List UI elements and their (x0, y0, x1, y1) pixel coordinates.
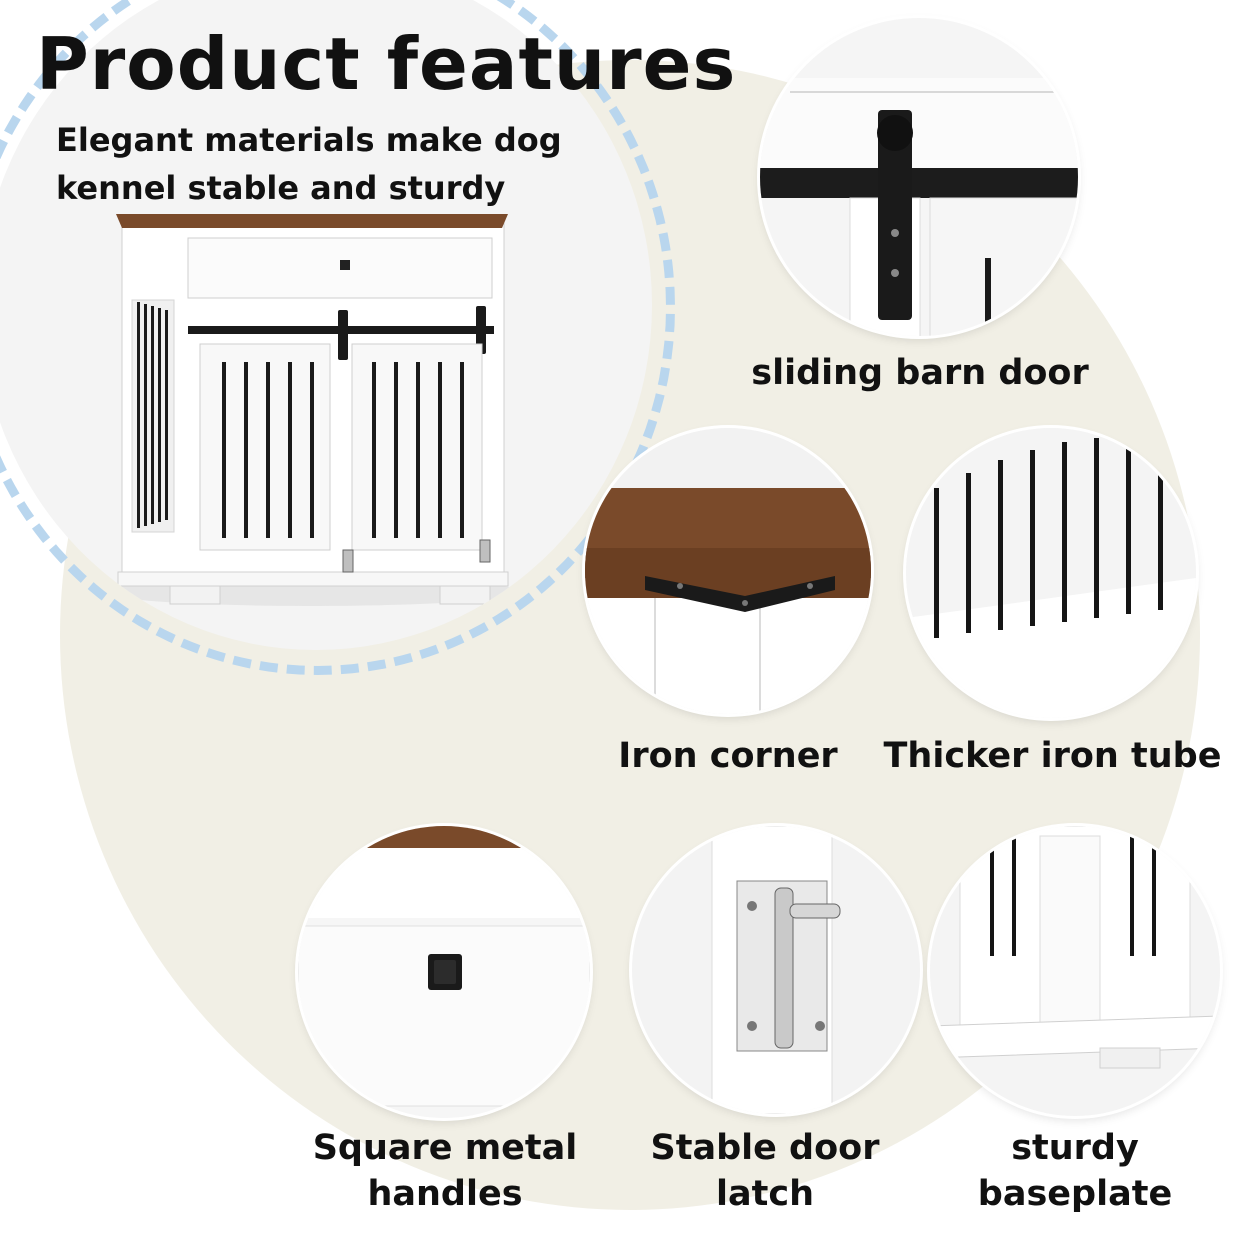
feature-image-iron-corner (585, 428, 871, 714)
hero-circle (0, 0, 652, 650)
iron-tubes-icon (906, 428, 1196, 718)
barn-door-rail-icon (760, 18, 1078, 336)
dog-kennel-cabinet-image (102, 214, 522, 606)
feature-image-stable-door-latch (632, 826, 920, 1114)
feature-image-thicker-iron-tube (906, 428, 1196, 718)
feature-caption-sliding-barn-door: sliding barn door (751, 353, 1089, 393)
feature-image-square-metal-handles (298, 826, 590, 1118)
feature-caption-thicker-iron-tube: Thicker iron tube (883, 736, 1222, 776)
page-subtitle: Elegant materials make dog kennel stable… (56, 121, 562, 207)
page-title: Product features (36, 22, 737, 106)
door-latch-icon (632, 826, 920, 1114)
feature-caption-iron-corner: Iron corner (618, 736, 838, 776)
feature-caption-square-metal-handles: Square metal handles (312, 1128, 578, 1214)
feature-image-sturdy-baseplate (930, 826, 1220, 1116)
feature-caption-sturdy-baseplate: sturdy baseplate (977, 1128, 1173, 1214)
feature-image-sliding-barn-door (760, 18, 1078, 336)
iron-corner-bracket-icon (585, 428, 871, 714)
feature-caption-stable-door-latch: Stable door latch (650, 1128, 880, 1214)
baseplate-icon (930, 826, 1220, 1116)
hero-dashed-ring (0, 0, 675, 675)
square-handle-icon (298, 826, 590, 1118)
